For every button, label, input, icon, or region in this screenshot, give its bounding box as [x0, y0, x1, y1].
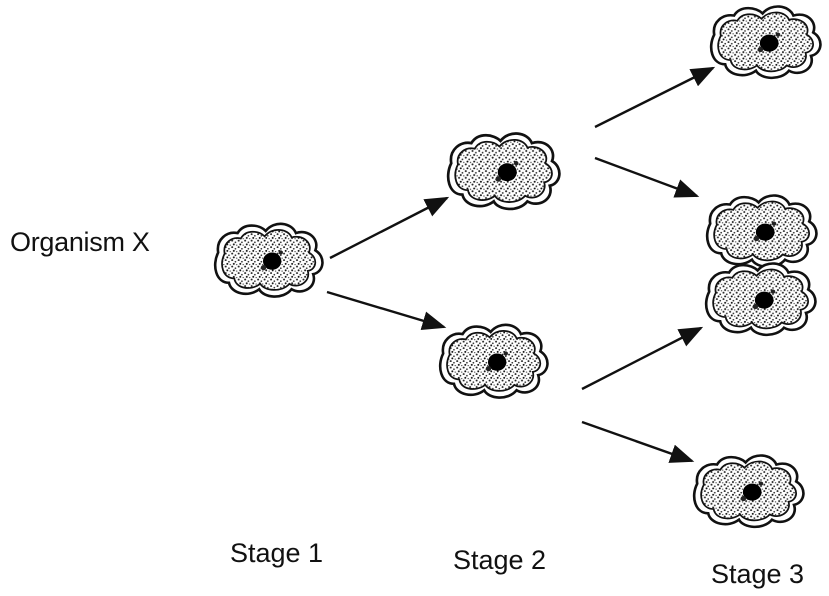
amoeba-cell-icon: [692, 454, 805, 529]
arrows-stage2-to-stage3: [581, 66, 716, 463]
stage-1-label: Stage 1: [230, 538, 324, 568]
stage-3-label: Stage 3: [711, 559, 805, 589]
stage-2-label: Stage 2: [453, 545, 547, 575]
amoeba-cell-icon: [213, 222, 324, 298]
amoeba-cell-icon: [446, 132, 561, 211]
arrows-stage1-to-stage2: [326, 196, 450, 331]
amoeba-cell-icon: [705, 194, 818, 269]
arrow-right-icon: [581, 326, 704, 391]
arrow-right-icon: [329, 196, 450, 260]
arrow-right-icon: [594, 66, 716, 129]
stage1-cell: [213, 222, 324, 298]
organism-label: Organism X: [10, 227, 150, 257]
stage3-cells: [692, 5, 822, 529]
arrow-right-icon: [326, 290, 447, 331]
amoeba-cell-icon: [438, 323, 549, 399]
arrow-right-icon: [594, 156, 700, 198]
stage2-cells: [438, 132, 561, 399]
arrow-right-icon: [581, 420, 695, 463]
amoeba-cell-icon: [709, 5, 822, 80]
amoeba-cell-icon: [704, 262, 817, 337]
